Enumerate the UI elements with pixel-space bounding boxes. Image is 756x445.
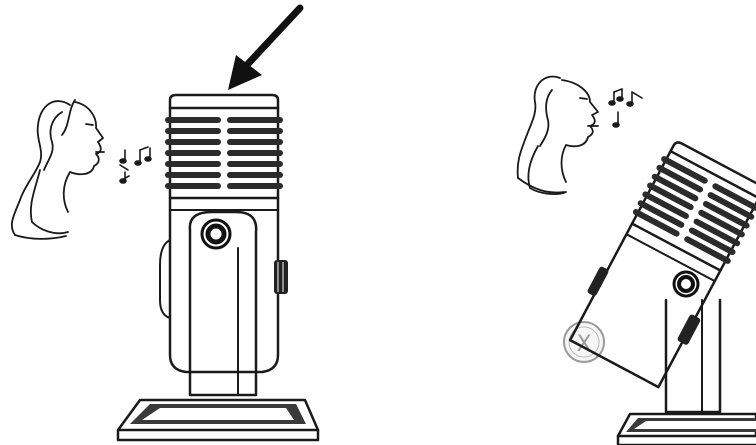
pointer-arrow-icon <box>228 8 300 90</box>
singer-face-icon <box>518 77 598 195</box>
microphone-icon <box>563 137 756 445</box>
grille-left <box>168 120 218 186</box>
grille-right <box>230 120 280 186</box>
music-notes-icon <box>120 147 151 183</box>
singer-face-icon <box>12 100 104 239</box>
music-notes-icon <box>609 89 642 127</box>
incorrect-usage-panel: X <box>518 77 756 445</box>
correct-usage-panel <box>12 8 318 440</box>
